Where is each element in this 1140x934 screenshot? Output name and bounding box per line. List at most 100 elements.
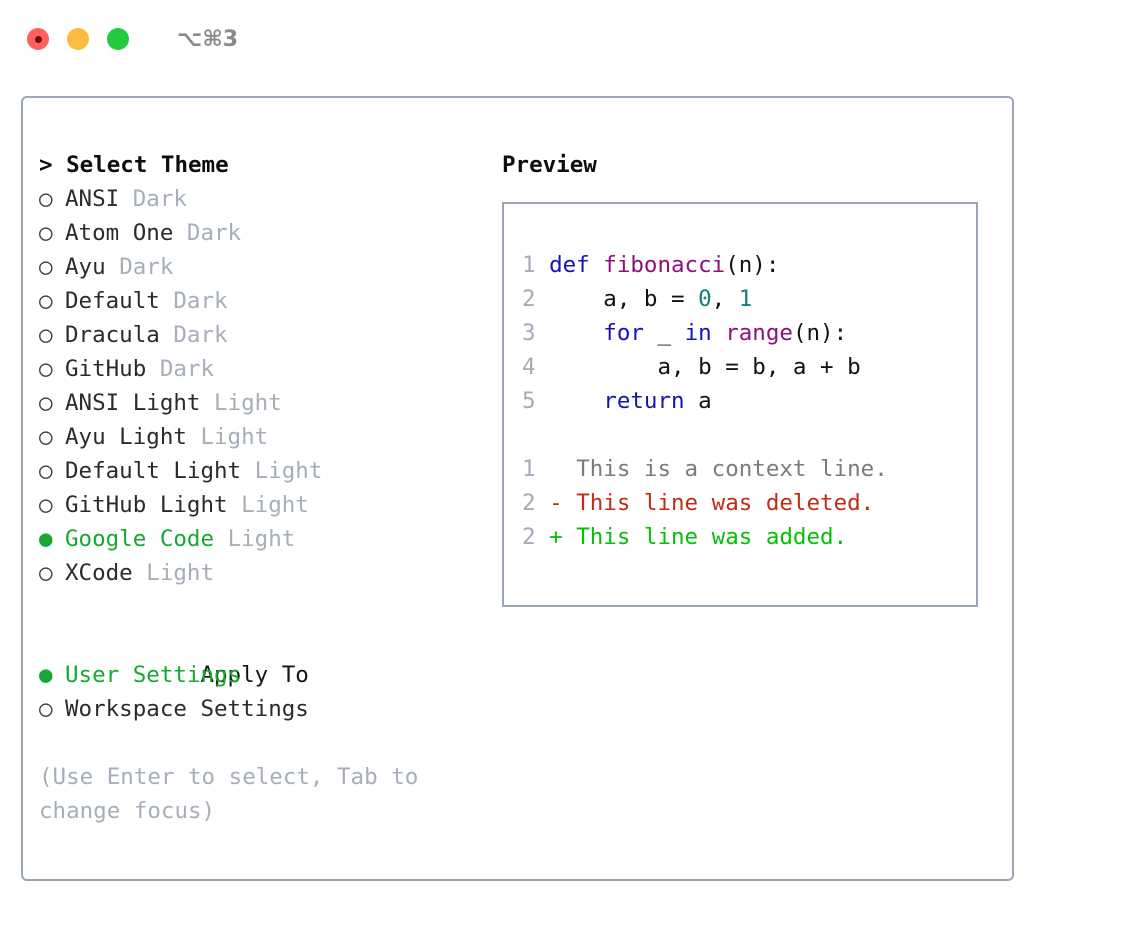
radio-selected-icon[interactable]: ● [39, 526, 53, 552]
theme-name-label: Ayu [65, 254, 106, 280]
code-token: 1 [738, 286, 753, 312]
diff-line-number: 2 [522, 490, 536, 516]
theme-list-item[interactable]: ○ GitHub Light Light [39, 488, 499, 522]
code-gutter-space [536, 320, 550, 346]
theme-name-spacer [214, 526, 228, 552]
code-token: (n): [792, 320, 848, 346]
apply-to-option-label: Workspace Settings [65, 696, 309, 722]
maximize-window-icon[interactable] [107, 28, 129, 50]
radio-unselected-icon[interactable]: ○ [39, 424, 53, 450]
apply-to-header-label: Apply To [200, 662, 309, 688]
apply-to-header: Apply To [39, 624, 499, 688]
theme-name-label: Atom One [65, 220, 174, 246]
diff-marker: + [535, 524, 577, 550]
radio-unselected-icon[interactable]: ○ [39, 254, 53, 280]
radio-unselected-icon[interactable]: ○ [39, 390, 53, 416]
diff-marker: - [535, 490, 577, 516]
radio-unselected-icon[interactable]: ○ [39, 696, 53, 722]
code-token: (n): [725, 252, 780, 278]
theme-name-spacer [133, 560, 147, 586]
keyboard-shortcut-label: ⌥⌘3 [177, 26, 239, 52]
apply-to-option-label: User Settings [65, 662, 242, 688]
diff-sample: 1 This is a context line. 2 - This line w… [522, 452, 976, 554]
radio-unselected-icon[interactable]: ○ [39, 288, 53, 314]
code-gutter-space [536, 252, 550, 278]
theme-list-item[interactable]: ○XCode Light [39, 556, 499, 590]
theme-name-label: GitHub Light [65, 492, 228, 518]
theme-list-item[interactable]: ●Google Code Light [39, 522, 499, 556]
theme-variant-label: Light [214, 390, 282, 416]
code-token: fibonacci [603, 252, 726, 278]
diff-line-text: This is a context line. [576, 456, 888, 482]
theme-name-label: XCode [65, 560, 133, 586]
radio-unselected-icon[interactable]: ○ [39, 322, 53, 348]
panel-columns: > Select Theme ○ANSI Dark○Atom One Dark○… [23, 98, 1012, 879]
code-token: for [603, 320, 644, 346]
code-line: 5 return a [522, 384, 976, 418]
code-token: _ [643, 320, 685, 346]
theme-name-spacer [187, 424, 201, 450]
code-token: a, b = b, a + b [549, 354, 861, 380]
theme-name-spacer [241, 458, 255, 484]
code-token: range [725, 320, 793, 346]
minimize-window-icon[interactable] [67, 28, 89, 50]
theme-name-spacer [160, 288, 174, 314]
diff-line-text: This line was deleted. [576, 490, 875, 516]
code-line-number: 4 [522, 354, 536, 380]
radio-unselected-icon[interactable]: ○ [39, 186, 53, 212]
theme-name-spacer [228, 492, 242, 518]
theme-name-label: Default [65, 288, 160, 314]
theme-variant-label: Dark [119, 254, 174, 280]
code-line: 1 def fibonacci(n): [522, 248, 976, 282]
theme-name-label: ANSI [65, 186, 120, 212]
code-token: in [684, 320, 712, 346]
code-line: 3 for _ in range(n): [522, 316, 976, 350]
theme-list-item[interactable]: ○ Default Dark [39, 284, 499, 318]
code-line-number: 1 [522, 252, 536, 278]
select-theme-header: > Select Theme [39, 152, 229, 178]
apply-to-option[interactable]: ○ Workspace Settings [39, 692, 499, 726]
theme-name-label: Ayu Light [65, 424, 187, 450]
code-token [549, 320, 603, 346]
theme-list-item[interactable]: ○Atom One Dark [39, 216, 499, 250]
theme-variant-label: Light [241, 492, 309, 518]
code-line-number: 2 [522, 286, 536, 312]
code-token: a [684, 388, 712, 414]
radio-unselected-icon[interactable]: ○ [39, 220, 53, 246]
theme-variant-label: Light [200, 424, 269, 450]
theme-list-item[interactable]: ○ Ayu Light Light [39, 420, 499, 454]
radio-unselected-icon[interactable]: ○ [39, 492, 53, 518]
theme-variant-label: Dark [132, 186, 187, 212]
theme-list-item[interactable]: ○ ANSI Light Light [39, 386, 499, 420]
radio-selected-icon[interactable]: ● [39, 662, 53, 688]
theme-name-label: Dracula [65, 322, 160, 348]
code-token: def [549, 252, 604, 278]
theme-list-item[interactable]: ○GitHub Dark [39, 352, 499, 386]
theme-name-spacer [146, 356, 160, 382]
code-line-number: 5 [522, 388, 536, 414]
diff-line-number: 2 [522, 524, 536, 550]
window-titlebar: ⌥⌘3 [0, 0, 1140, 78]
theme-list: ○ANSI Dark○Atom One Dark○Ayu Dark○Defaul… [39, 182, 499, 590]
code-token [549, 388, 603, 414]
theme-list-item[interactable]: ○ Ayu Dark [39, 250, 499, 284]
theme-variant-label: Dark [173, 288, 228, 314]
apply-to-option-list: ● User Settings ○ Workspace Settings [39, 658, 499, 726]
close-window-icon[interactable] [27, 28, 49, 50]
theme-name-spacer [200, 390, 214, 416]
code-token: , [711, 286, 739, 312]
keyboard-hint-text: (Use Enter to select, Tab to change focu… [39, 764, 432, 824]
diff-line: 1 This is a context line. [522, 452, 976, 486]
theme-list-item[interactable]: ○Dracula Dark [39, 318, 499, 352]
radio-unselected-icon[interactable]: ○ [39, 560, 53, 586]
apply-to-option[interactable]: ● User Settings [39, 658, 499, 692]
theme-list-item[interactable]: ○ ANSI Dark [39, 182, 499, 216]
theme-name-label: ANSI Light [65, 390, 201, 416]
radio-unselected-icon[interactable]: ○ [39, 458, 53, 484]
theme-list-item[interactable]: ○Default Light Light [39, 454, 499, 488]
radio-unselected-icon[interactable]: ○ [39, 356, 53, 382]
code-gutter-space [536, 286, 550, 312]
